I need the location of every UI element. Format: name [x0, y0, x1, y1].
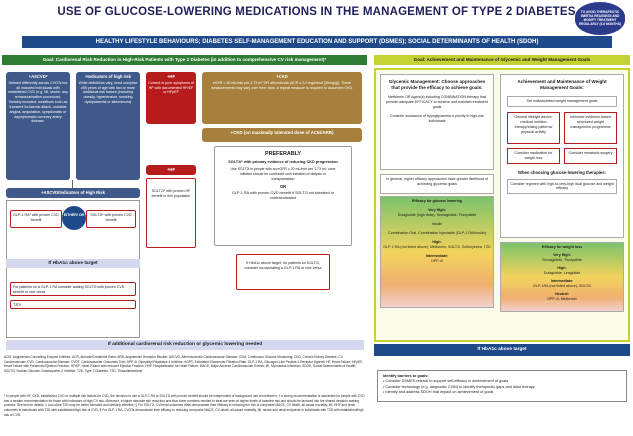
ckd-hba1c-box: If HbA1c above target, for patients on S… — [236, 254, 330, 290]
inertia-badge: TO AVOID THERAPEUTIC INERTIA REASSESS AN… — [575, 2, 625, 35]
wl-n: DPP-4i, Metformin — [547, 297, 577, 302]
ascvd-indicators-header: +ASCVD/Indicators of High Risk — [6, 188, 140, 198]
abbreviations: ACEi, Angiotensin Converting Enzyme Inhi… — [4, 355, 363, 373]
pref-line1: SGLT2i* with primary evidence of reducin… — [228, 160, 338, 164]
efficacy-intro-box: In general, higher efficacy approaches h… — [380, 174, 494, 194]
additional-risk-reduction-bar: If additional cardiorenal risk reduction… — [6, 340, 364, 350]
weight-regimen: Consider regimen with high-to-very-high … — [507, 178, 617, 195]
ascvd-title: +ASCVD* — [28, 74, 48, 79]
connector-line — [72, 180, 73, 188]
barrier-item: • Identify and address SDOH that impact … — [383, 389, 494, 394]
eff-i: DPP-4i — [431, 259, 443, 264]
hba1c-above-target-bar-1: If HbA1c above target — [6, 259, 140, 268]
page-title: USE OF GLUCOSE-LOWERING MEDICATIONS IN T… — [57, 6, 576, 18]
either-or-circle: EITHER/ OR — [62, 206, 86, 230]
tzd-box: TZD* — [10, 300, 136, 309]
indicators-title: +Indicators of high risk — [84, 74, 132, 79]
wl-i-label: Intermediate: — [550, 279, 574, 284]
combo-glp1-sglt2-box: For patients on a GLP-1 RA consider addi… — [10, 282, 136, 296]
indicators-text: While definitions vary, most comprise ≥5… — [78, 80, 138, 105]
eff-vh: Dulaglutide (high dose), Semaglutide, Ti… — [397, 213, 477, 218]
wl-vh: Semaglutide, Tirzepatide — [542, 258, 582, 263]
hf-sglt2-box: SGLT2i* with proven HF benefit in this p… — [146, 178, 196, 248]
glycemic-p2: Consider avoidance of hypoglycaemia a pr… — [390, 113, 484, 123]
hf-text: Current or prior symptoms of HF with doc… — [148, 80, 194, 95]
glycemic-p1: Metformin OR Agent(s) including COMBINAT… — [386, 95, 488, 110]
footnote: * In people with HF, CKD, established CV… — [4, 394, 365, 417]
barriers-title: Identify barriers to goals: — [383, 374, 429, 378]
wl-h: Dulaglutide, Liraglutide — [543, 271, 581, 276]
combo-text: For patients on a GLP-1 RA consider addi… — [13, 285, 125, 294]
right-hba1c-above-target-bar: If HbA1c above target — [374, 344, 630, 356]
weight-medication: Consider medication for weight loss — [507, 148, 560, 164]
eff-vh3: Combination Oral, Combination Injectable… — [388, 231, 486, 236]
hf-title: +HF — [166, 74, 176, 79]
ckd-text: eGFR < 60 mL/min per 1.73 m² OR albuminu… — [210, 80, 354, 90]
eff-i-label: Intermediate: — [425, 254, 449, 259]
weight-general-advice: General lifestyle advice: medical nutrit… — [507, 112, 560, 145]
wl-i: GLP-1RA (not listed above), SGLT2i — [533, 284, 591, 289]
glycemic-goal-bar: Goal: Achievement and Maintenance of Gly… — [374, 55, 630, 65]
ckd-title: +CKD — [276, 74, 288, 79]
weight-surgery: Consider metabolic surgery — [564, 148, 617, 164]
ascvd-box: +ASCVD* Defined differently across CVOTs… — [6, 72, 70, 180]
glycemic-management-box: Glycemic Management: Choose approaches t… — [380, 74, 494, 170]
eff-h: GLP-1 RA (not listed above), Metformin, … — [383, 245, 491, 250]
ckd-preferably-panel: PREFERABLY SGLT2i* with primary evidence… — [214, 146, 352, 246]
sglt2-cvd-box: SGLT2i* with proven CVD benefit — [86, 210, 136, 228]
eff-vh2: Insulin — [431, 222, 443, 227]
weight-management-box: Achievement and Maintenance of Weight Ma… — [500, 74, 624, 238]
pref-line2: Use SGLT2i in people with an eGFR ≥ 20 m… — [230, 167, 336, 181]
eff-vh-label: Very High: — [428, 208, 446, 213]
or-label: OR — [279, 183, 287, 189]
glucose-efficacy-ladder: Efficacy for glucose lowering Very High:… — [380, 196, 494, 308]
wl-h-label: High: — [557, 266, 567, 271]
weight-set-box: Set individualised weight management goa… — [507, 96, 617, 108]
ckd-box: +CKD eGFR < 60 mL/min per 1.73 m² OR alb… — [202, 72, 362, 124]
weight-intensive-programme: Intensive evidence-based structured weig… — [564, 112, 617, 145]
wl-vh-label: Very High: — [553, 253, 571, 258]
efficacy-title: Efficacy for glucose lowering — [412, 199, 462, 203]
wl-n-label: Neutral: — [555, 292, 569, 297]
weight-title: Achievement and Maintenance of Weight Ma… — [517, 79, 607, 91]
cardiorenal-goal-bar: Goal: Cardiorenal Risk Reduction in High… — [2, 55, 367, 65]
wl-title: Efficacy for weight loss — [541, 245, 583, 249]
lifestyle-banner: HEALTHY LIFESTYLE BEHAVIOURS; DIABETES S… — [22, 36, 612, 48]
indicators-box: +Indicators of high risk While definitio… — [76, 72, 140, 180]
barrier-item: • Consider DSMES referral to support sel… — [383, 379, 509, 384]
ascvd-text: Defined differently across CVOTs but all… — [8, 80, 68, 124]
hf-box: +HF Current or prior symptoms of HF with… — [146, 72, 196, 124]
preferably-label: PREFERABLY — [264, 151, 302, 157]
barriers-box: Identify barriers to goals: • Consider D… — [377, 370, 627, 402]
ckd-sub-header: +CKD (on maximally tolerated dose of ACE… — [202, 128, 362, 142]
barrier-item: • Consider technology (e.g. diagnostic C… — [383, 384, 535, 389]
weight-loss-ladder: Efficacy for weight loss Very High: Sema… — [500, 242, 624, 312]
glp1-cvd-box: GLP-1 RA* with proven CVD benefit — [10, 210, 62, 228]
eff-h-label: High: — [432, 240, 442, 245]
pref-line3: GLP-1 RA with proven CVD benefit if SGLT… — [231, 190, 335, 200]
glycemic-title: Glycemic Management: Choose approaches t… — [388, 79, 486, 91]
hf-sub-header: +HF — [146, 165, 196, 175]
weight-choose-title: When choosing glucose-lowering therapies… — [518, 169, 606, 175]
